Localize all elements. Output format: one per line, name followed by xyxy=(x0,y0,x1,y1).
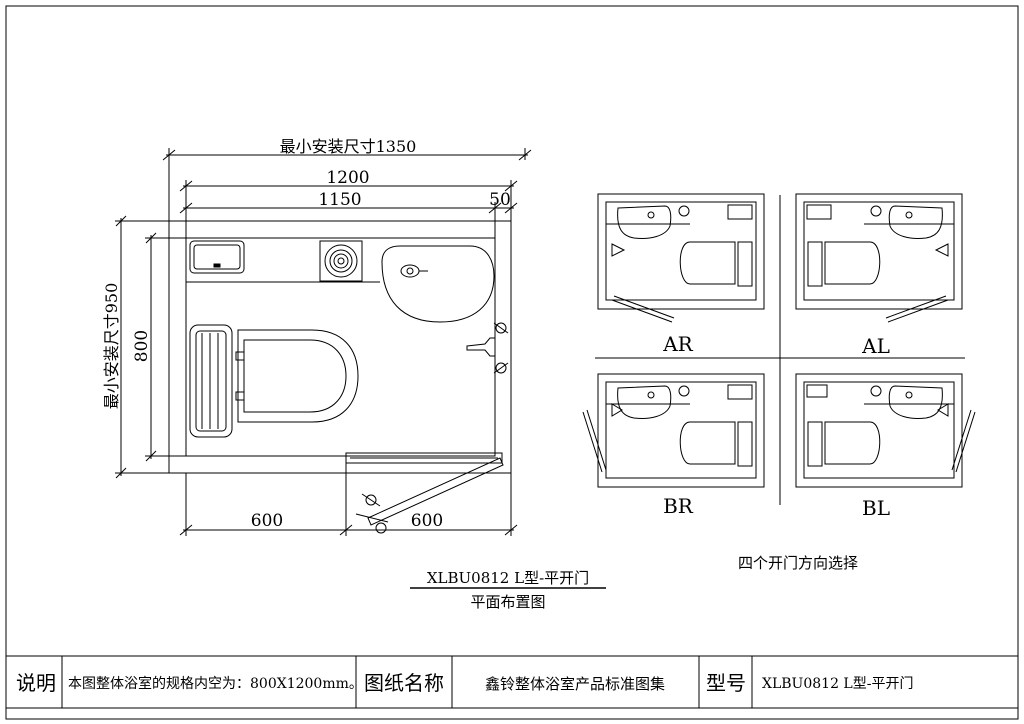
main-plan xyxy=(168,220,512,534)
door-option-label-bl: BL xyxy=(862,496,890,520)
storage-cabinet-icon xyxy=(189,240,245,274)
model-label: 型号 xyxy=(706,671,746,695)
door-option-label-ar: AR xyxy=(662,332,693,356)
door-option-label-al: AL xyxy=(861,334,890,358)
main-caption-subtitle: 平面布置图 xyxy=(470,593,545,611)
door-track xyxy=(345,452,503,464)
note-label: 说明 xyxy=(16,671,56,695)
main-caption-title: XLBU0812 L型-平开门 xyxy=(427,569,589,587)
note-text: 本图整体浴室的规格内空为：800X1200mm。 xyxy=(68,675,363,692)
dimension-lines xyxy=(115,148,532,536)
wash-basin-icon xyxy=(381,245,495,323)
door-options-caption: 四个开门方向选择 xyxy=(738,554,858,572)
door-option-label-br: BR xyxy=(663,494,694,518)
floor-drain-icon xyxy=(319,240,363,282)
dim-inner-width-label: 1150 xyxy=(318,190,361,210)
title-block xyxy=(5,655,1019,709)
drawing-name-label: 图纸名称 xyxy=(364,671,444,695)
dim-min-depth-label: 最小安装尺寸950 xyxy=(102,283,121,410)
door-option-bl xyxy=(795,373,976,488)
sheet-border xyxy=(5,5,1019,720)
wall-tap-icon xyxy=(466,322,509,374)
door-option-br xyxy=(582,373,765,488)
swing-door-icon xyxy=(355,457,504,534)
door-option-ar xyxy=(597,193,765,323)
drawing-name: 鑫铃整体浴室产品标准图集 xyxy=(485,675,665,693)
dim-bottom-left-label: 600 xyxy=(251,511,283,531)
toilet-icon xyxy=(189,324,359,438)
dim-depth-label: 800 xyxy=(132,330,152,362)
dim-min-width-label: 最小安装尺寸1350 xyxy=(280,137,417,156)
dim-bottom-right-label: 600 xyxy=(411,511,443,531)
model-value: XLBU0812 L型-平开门 xyxy=(762,676,913,692)
dim-edge-label: 50 xyxy=(489,190,511,210)
door-option-al xyxy=(795,193,963,323)
bathroom-outer-wall xyxy=(168,220,512,474)
dim-width-label: 1200 xyxy=(326,168,369,188)
